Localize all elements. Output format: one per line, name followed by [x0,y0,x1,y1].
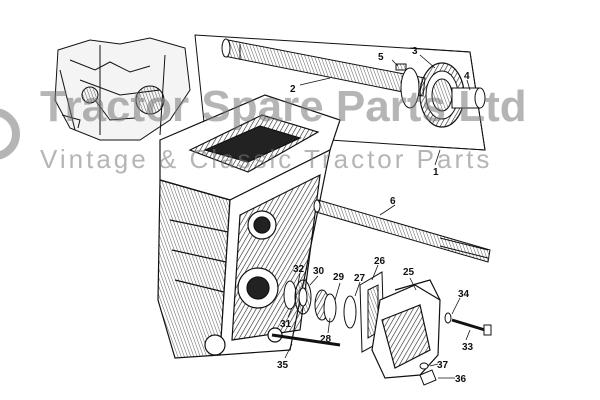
callout-31: 31 [280,319,292,330]
bearing-stack [283,279,357,329]
gasket-27 [343,295,357,329]
callout-29: 29 [333,272,345,283]
watermark-title: Tractor Spare Parts Ltd [40,82,527,131]
stud-35 [271,333,341,347]
cover-25 [371,279,441,379]
watermark-subtitle: Vintage & Classic Tractor Parts [40,144,493,174]
ring-32 [283,280,297,310]
callout-6: 6 [390,196,396,207]
gear-logo-icon [0,108,20,160]
callout-32: 32 [293,264,305,275]
callout-26: 26 [374,256,386,267]
washer-37 [419,362,429,370]
gear-3 [419,62,465,128]
thrust-disc [400,67,420,109]
hub-4 [451,87,486,109]
callout-36: 36 [455,374,467,385]
callout-25: 25 [403,267,415,278]
shaft-2 [221,38,426,97]
callout-33: 33 [462,342,474,353]
seal-28 [323,293,337,323]
callout-3: 3 [412,46,418,57]
washer-34 [444,312,452,324]
callout-5: 5 [378,52,384,63]
callout-34: 34 [458,289,470,300]
callout-37: 37 [437,360,449,371]
leader-lines [284,54,471,379]
nut-36 [419,369,437,386]
callout-4: 4 [464,71,470,82]
callout-35: 35 [277,360,289,371]
pin-5 [395,63,407,71]
tractor-inset-sketch [54,37,191,141]
callout-labels: 1 2 3 4 5 6 25 26 27 28 29 30 31 32 33 3… [277,46,474,385]
callout-30: 30 [313,266,325,277]
callout-2: 2 [290,84,296,95]
callout-1: 1 [433,167,439,178]
shaft-6 [313,199,491,263]
callout-27: 27 [354,273,366,284]
bolt-33 [451,318,492,336]
gearbox-housing [157,94,341,359]
callout-28: 28 [320,334,332,345]
